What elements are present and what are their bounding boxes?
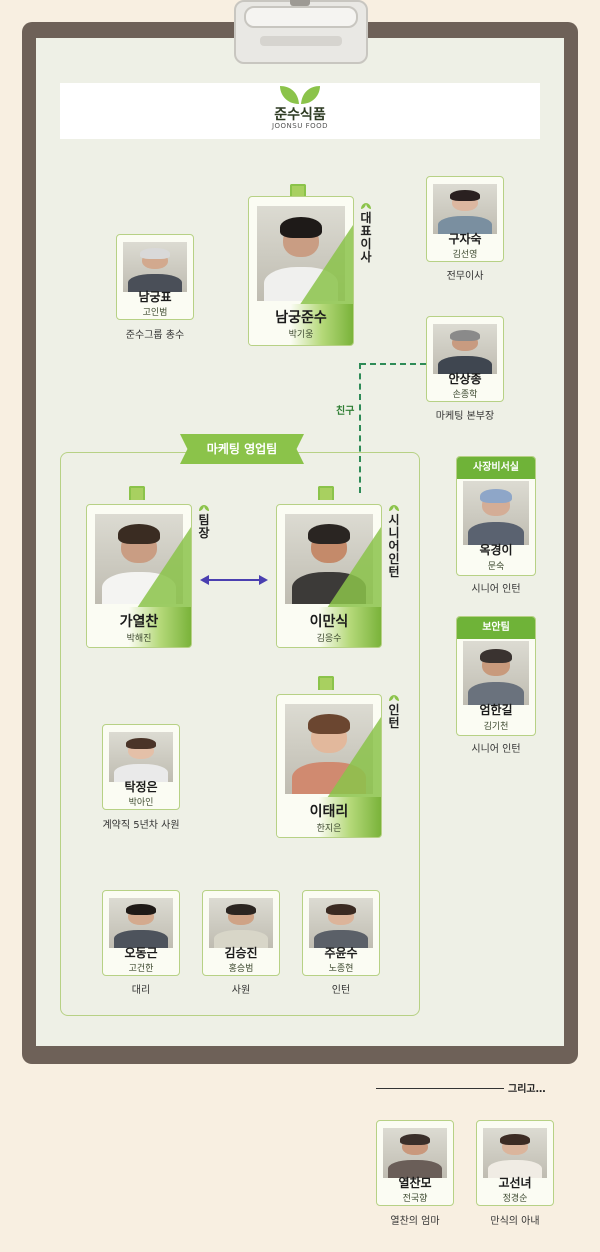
person-name: 이태리 [309, 804, 349, 820]
card-ju-yun-su[interactable]: 주윤수 노종현 [302, 890, 380, 976]
leaf-icon [280, 86, 320, 104]
actor-name: 김선영 [452, 250, 478, 260]
card-clip [318, 676, 334, 690]
person-name: 열찬모 [398, 1176, 432, 1190]
card-ok-gyeong-i[interactable]: 사장비서실 옥경이 문숙 [456, 456, 536, 576]
person-name: 구자숙 [448, 232, 482, 246]
team-label: 마케팅 영업팀 [180, 434, 304, 464]
friend-label: 친구 [336, 406, 355, 417]
actor-name: 한지은 [316, 824, 342, 834]
person-name: 가열찬 [119, 614, 159, 630]
actor-name: 박기웅 [288, 330, 314, 340]
person-name: 옥경이 [479, 543, 513, 557]
and-more-label: 그리고… [508, 1084, 546, 1095]
actor-name: 김응수 [316, 634, 342, 644]
person-name: 남궁준수 [275, 310, 327, 326]
card-eom-han-gil[interactable]: 보안팀 엄한길 김기천 [456, 616, 536, 736]
card-header: 보안팀 [457, 617, 535, 639]
card-go-seon-nyeo[interactable]: 고선녀 정경순 [476, 1120, 554, 1206]
friend-connector-v [359, 363, 361, 493]
person-name: 남궁표 [138, 290, 172, 304]
person-name: 주윤수 [324, 946, 358, 960]
clipboard-clip-top [244, 6, 358, 28]
person-name: 김승진 [224, 946, 258, 960]
card-clip [318, 486, 334, 500]
card-ga-yeol-chan[interactable]: 가열찬 박해진 [86, 504, 192, 648]
actor-name: 홍승범 [228, 964, 254, 974]
role-label: 만식의 아내 [490, 1216, 540, 1227]
actor-name: 손종학 [452, 390, 478, 400]
actor-name: 김기천 [483, 722, 509, 732]
leaf-icon [361, 203, 371, 209]
title-vertical: 대표이사 [360, 211, 372, 264]
actor-name: 고건한 [128, 964, 154, 974]
card-an-sang-jong[interactable]: 안상종 손종학 [426, 316, 504, 402]
title-vertical: 시니어 인턴 [388, 513, 400, 579]
person-name: 고선녀 [498, 1176, 532, 1190]
actor-name: 고인범 [142, 308, 168, 318]
actor-name: 박아인 [128, 798, 154, 808]
person-name: 탁정은 [124, 780, 158, 794]
actor-name: 정경순 [502, 1194, 528, 1204]
role-label: 시니어 인턴 [471, 744, 521, 755]
role-label: 대리 [131, 985, 151, 996]
card-gu-ja-suk[interactable]: 구자숙 김선영 [426, 176, 504, 262]
card-clip [290, 184, 306, 198]
card-tak-jeong-eun[interactable]: 탁정은 박아인 [102, 724, 180, 810]
leaf-icon [389, 695, 399, 701]
role-label: 계약직 5년차 사원 [102, 820, 180, 831]
clipboard-clip-stud [290, 0, 310, 6]
card-yeol-chan-mo[interactable]: 열찬모 전국향 [376, 1120, 454, 1206]
friend-connector-h [360, 363, 426, 365]
leaf-icon [389, 505, 399, 511]
person-name: 안상종 [448, 372, 482, 386]
card-o-dong-geun[interactable]: 오동근 고건한 [102, 890, 180, 976]
role-label: 사원 [231, 985, 251, 996]
clipboard-clip-bar [260, 36, 342, 46]
title-vertical: 인턴 [388, 703, 400, 730]
card-i-man-sik[interactable]: 이만식 김응수 [276, 504, 382, 648]
logo-english: JOONSU FOOD [271, 122, 329, 130]
leaf-icon [199, 505, 209, 511]
actor-name: 박해진 [126, 634, 152, 644]
role-label: 시니어 인턴 [471, 584, 521, 595]
card-header: 사장비서실 [457, 457, 535, 479]
actor-name: 문숙 [487, 562, 505, 572]
title-vertical: 팀장 [198, 513, 210, 540]
logo-banner [60, 83, 540, 139]
double-arrow-icon [200, 575, 268, 585]
role-label: 열찬의 엄마 [390, 1216, 440, 1227]
person-name: 오동근 [124, 946, 158, 960]
role-label: 준수그룹 총수 [125, 330, 185, 341]
card-i-tae-ri[interactable]: 이태리 한지은 [276, 694, 382, 838]
role-label: 인턴 [331, 985, 351, 996]
logo-korean: 준수식품 [274, 107, 326, 123]
card-clip [129, 486, 145, 500]
role-label: 마케팅 본부장 [435, 411, 495, 422]
card-nam-gung-jun-su[interactable]: 남궁준수 박기웅 [248, 196, 354, 346]
role-label: 전무이사 [446, 271, 484, 282]
and-divider [376, 1088, 504, 1089]
card-kim-seung-jin[interactable]: 김승진 홍승범 [202, 890, 280, 976]
actor-name: 전국향 [402, 1194, 428, 1204]
actor-name: 노종현 [328, 964, 354, 974]
person-name: 엄한길 [479, 703, 513, 717]
card-nam-gung-pyo[interactable]: 남궁표 고인범 [116, 234, 194, 320]
person-name: 이만식 [309, 614, 349, 630]
